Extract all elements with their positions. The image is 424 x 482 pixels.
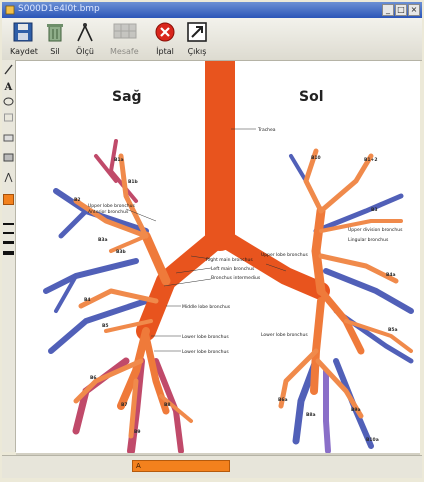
trachea-label: Trachea bbox=[257, 127, 276, 133]
airway-tree bbox=[76, 61, 411, 436]
color-swatch[interactable] bbox=[3, 194, 14, 205]
segment-label: B2 bbox=[74, 197, 81, 203]
annotation-lingula-lower: Lingular bronchus bbox=[348, 237, 389, 243]
segment-label: B9 bbox=[134, 429, 141, 435]
app-icon bbox=[5, 5, 15, 15]
close-button[interactable]: × bbox=[408, 4, 420, 16]
segment-label: B4 bbox=[84, 297, 91, 303]
exit-button[interactable]: Çıkış bbox=[184, 20, 210, 58]
annotation-upper-right-2: Anterior bronchus bbox=[88, 209, 129, 215]
annotation-lower-right: Lower lobe bronchus bbox=[182, 334, 229, 340]
distance-label: Mesafe bbox=[110, 47, 136, 56]
bronchial-tree-diagram: Trachea Upper lobe bronchus Anterior bro… bbox=[16, 61, 420, 453]
save-label: Kaydet bbox=[10, 47, 36, 56]
line-thin[interactable] bbox=[3, 223, 14, 225]
segment-label: B8a bbox=[306, 412, 316, 418]
segment-label: B10 bbox=[311, 155, 321, 161]
distance-button[interactable]: Mesafe bbox=[110, 20, 136, 58]
title-bar[interactable]: S000D1e4I0t.bmp _ □ × bbox=[2, 2, 422, 18]
eraser-icon[interactable] bbox=[3, 132, 14, 143]
ellipse-icon[interactable] bbox=[3, 96, 14, 107]
annotation-upper-right: Upper lobe bronchus bbox=[88, 203, 136, 209]
compass-icon bbox=[75, 21, 95, 43]
annotation-lower-right-2: Lower lobe bronchus bbox=[182, 349, 229, 355]
segment-label: B6 bbox=[90, 375, 97, 381]
text-icon[interactable]: A bbox=[3, 80, 14, 91]
fill-icon[interactable] bbox=[3, 152, 14, 163]
status-bar: A bbox=[2, 455, 422, 478]
measure-button[interactable]: Ölçü bbox=[72, 20, 98, 58]
floppy-disk-icon bbox=[13, 21, 33, 43]
line-medium[interactable] bbox=[3, 232, 14, 234]
window-title: S000D1e4I0t.bmp bbox=[18, 4, 100, 14]
segment-label: B5 bbox=[102, 323, 109, 329]
segment-label: B3 bbox=[371, 207, 378, 213]
trash-icon bbox=[45, 21, 65, 43]
vessel-branches-left bbox=[291, 156, 411, 451]
segment-label: B1b bbox=[128, 179, 139, 185]
annotation-lower-left: Lower lobe bronchus bbox=[261, 332, 308, 338]
minimize-button[interactable]: _ bbox=[382, 4, 394, 16]
annotation-right-main: Right main bronchus bbox=[206, 257, 253, 263]
annotation-upper-left: Upper lobe bronchus bbox=[261, 252, 309, 258]
segment-label: B10a bbox=[366, 437, 379, 443]
annotation-bronchus-intermedius: Bronchus intermedius bbox=[211, 275, 261, 281]
segment-label: B4a bbox=[386, 272, 396, 278]
segment-label: B7 bbox=[121, 402, 128, 408]
status-field: A bbox=[132, 460, 230, 472]
segment-label: B8 bbox=[164, 402, 171, 408]
rectangle-icon[interactable] bbox=[3, 112, 14, 123]
annotation-lingula-upper: Upper division bronchus bbox=[348, 227, 403, 233]
pen-icon[interactable] bbox=[3, 64, 14, 75]
compass-icon[interactable] bbox=[3, 172, 14, 183]
cancel-button[interactable]: İptal bbox=[152, 20, 178, 58]
exit-icon bbox=[187, 21, 207, 43]
save-button[interactable]: Kaydet bbox=[10, 20, 36, 58]
cancel-label: İptal bbox=[152, 47, 178, 56]
delete-button[interactable]: Sil bbox=[42, 20, 68, 58]
segment-label: B3b bbox=[116, 249, 127, 255]
line-thick[interactable] bbox=[3, 241, 14, 244]
annotation-middle-lobe: Middle lobe bronchus bbox=[182, 304, 231, 310]
maximize-button[interactable]: □ bbox=[395, 4, 407, 16]
annotation-left-main: Left main bronchus bbox=[211, 266, 255, 272]
grid-icon bbox=[113, 21, 137, 43]
segment-label: B9a bbox=[351, 407, 361, 413]
line-heavy[interactable] bbox=[3, 251, 14, 255]
segment-label: B5a bbox=[388, 327, 398, 333]
measure-label: Ölçü bbox=[72, 47, 98, 56]
toolbar: Kaydet Sil Ölçü bbox=[2, 18, 422, 61]
exit-label: Çıkış bbox=[184, 47, 210, 56]
segment-label: B1+2 bbox=[364, 157, 377, 163]
cancel-icon bbox=[155, 21, 175, 43]
segment-label: B3a bbox=[98, 237, 108, 243]
tool-palette: A bbox=[2, 60, 16, 452]
svg-text:A: A bbox=[4, 82, 13, 91]
segment-label: B1a bbox=[114, 157, 124, 163]
segment-label: B6a bbox=[278, 397, 288, 403]
image-canvas[interactable]: Sağ Sol bbox=[16, 61, 420, 453]
delete-label: Sil bbox=[42, 47, 68, 56]
